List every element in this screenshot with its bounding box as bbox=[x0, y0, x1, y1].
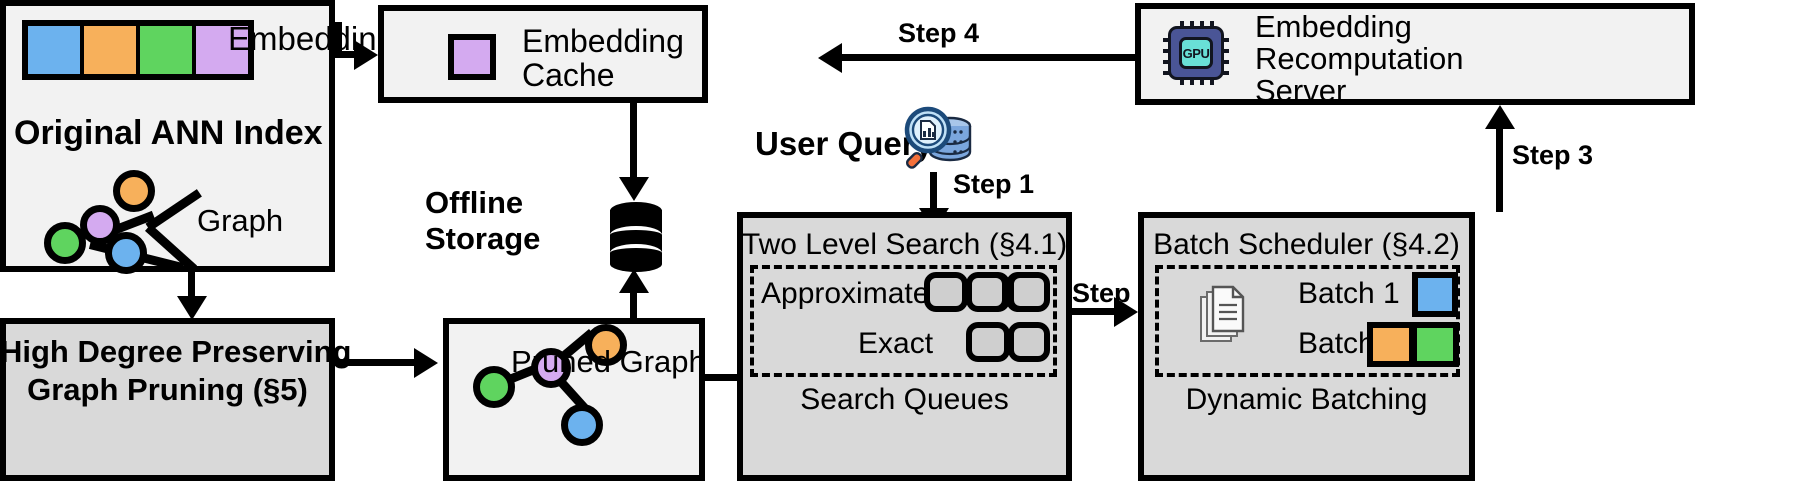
approximate-slot[interactable] bbox=[966, 272, 1008, 312]
chip-pin bbox=[1200, 21, 1204, 29]
embedding-cache-box bbox=[378, 5, 708, 103]
chip-pin bbox=[1180, 21, 1184, 29]
original-index-graph bbox=[0, 0, 335, 274]
chip-pin bbox=[1221, 60, 1229, 64]
approximate-slot[interactable] bbox=[924, 272, 968, 312]
step1-label: Step 1 bbox=[953, 169, 1035, 199]
batch-1-label: Batch 1 bbox=[1298, 277, 1400, 310]
search-database-icon bbox=[904, 106, 972, 169]
arrow-pruning-to-pruned-line bbox=[335, 359, 420, 366]
dynamic-batching-dashed-region bbox=[1155, 265, 1460, 377]
arrow-step3-head bbox=[1485, 105, 1515, 129]
chip-pin bbox=[1190, 21, 1194, 29]
search-queues-dashed-region bbox=[750, 265, 1057, 377]
chip-pin bbox=[1163, 71, 1171, 75]
embedding-cache-swatch bbox=[448, 34, 496, 80]
original-ann-index-title: Original ANN Index bbox=[14, 114, 323, 152]
exact-slot[interactable] bbox=[1008, 322, 1050, 362]
arrow-cache-to-storage-line bbox=[630, 103, 637, 183]
step4-label: Step 4 bbox=[898, 18, 980, 48]
two-level-search-title: Two Level Search (§4.1) bbox=[741, 228, 1068, 261]
arrow-index-to-pruning-line bbox=[188, 272, 195, 304]
graph-label: Graph bbox=[197, 203, 284, 238]
arrow-pruned-to-search-line bbox=[705, 374, 763, 381]
arrow-pruned-to-storage-head bbox=[619, 269, 649, 293]
chip-pin bbox=[1210, 77, 1214, 85]
graph-node-purple bbox=[531, 348, 571, 388]
chip-pin bbox=[1190, 77, 1194, 85]
embedding-cell-purple bbox=[196, 26, 248, 74]
pruned-graph-label: Pruned Graph bbox=[511, 344, 706, 379]
chip-pin bbox=[1221, 38, 1229, 42]
gpu-chip-icon: GPU bbox=[1163, 21, 1229, 85]
graph-pruning-title-line1: High Degree Preserving bbox=[0, 334, 352, 369]
arrow-index-to-cache-vline bbox=[335, 22, 342, 58]
chip-pin bbox=[1221, 49, 1229, 53]
arrow-pruning-to-pruned-head bbox=[414, 348, 438, 378]
graph-node-orange bbox=[113, 170, 155, 212]
batch-scheduler-title: Batch Scheduler (§4.2) bbox=[1153, 228, 1460, 261]
approximate-row-label: Approximate bbox=[761, 277, 930, 310]
graph-node-green bbox=[44, 222, 86, 264]
graph-node-orange bbox=[585, 324, 627, 366]
approximate-slot[interactable] bbox=[1008, 272, 1050, 312]
documents-stack-icon bbox=[1200, 285, 1245, 342]
offline-storage-label-line1: Offline bbox=[425, 185, 524, 220]
batch-1-item-blue bbox=[1412, 272, 1458, 317]
batch-2-item-orange bbox=[1367, 322, 1415, 367]
dynamic-batching-footer: Dynamic Batching bbox=[1185, 383, 1428, 416]
chip-pin bbox=[1180, 77, 1184, 85]
recomputation-server-line1: Embedding bbox=[1255, 9, 1412, 44]
chip-pin bbox=[1200, 77, 1204, 85]
arrow-index-to-cache-head bbox=[354, 40, 378, 70]
exact-row-label: Exact bbox=[858, 327, 934, 360]
search-queues-footer: Search Queues bbox=[800, 383, 1009, 416]
offline-storage-label-line2: Storage bbox=[425, 221, 541, 256]
embedding-cache-title-line1: Embedding bbox=[522, 23, 684, 59]
arrow-index-to-cache-hline bbox=[335, 51, 371, 58]
recomputation-server-line3: Server bbox=[1255, 73, 1347, 108]
embedding-cell-green bbox=[140, 26, 196, 74]
embedding-recomputation-server-box bbox=[1135, 3, 1695, 105]
arrow-step1-line bbox=[930, 172, 937, 216]
embedding-strip bbox=[22, 20, 254, 80]
step3-label: Step 3 bbox=[1512, 140, 1594, 170]
arrow-step3-line bbox=[1496, 128, 1503, 212]
arrow-step4-line bbox=[842, 54, 1135, 61]
chip-pin bbox=[1210, 21, 1214, 29]
graph-node-blue bbox=[561, 404, 603, 446]
db-ring bbox=[610, 226, 662, 244]
embedding-cache-title-line2: Cache bbox=[522, 57, 615, 93]
arrow-cache-to-storage-head bbox=[619, 177, 649, 201]
database-cylinder-icon bbox=[610, 200, 662, 272]
chip-pin bbox=[1221, 71, 1229, 75]
gpu-chip-core: GPU bbox=[1179, 37, 1213, 69]
graph-pruning-title-line2: Graph Pruning (§5) bbox=[27, 372, 308, 407]
arrow-index-to-pruning-head bbox=[177, 296, 207, 320]
arrow-step2-line bbox=[1072, 308, 1122, 315]
embedding-cell-orange bbox=[84, 26, 140, 74]
db-bottom bbox=[610, 256, 662, 272]
graph-pruning-box bbox=[0, 318, 335, 481]
embedding-cell-blue bbox=[28, 26, 84, 74]
pruned-graph-graphic bbox=[443, 318, 705, 481]
recomputation-server-line2: Recomputation bbox=[1255, 41, 1464, 76]
arrow-step4-head bbox=[818, 43, 842, 73]
chip-pin bbox=[1163, 38, 1171, 42]
graph-node-blue bbox=[105, 232, 147, 274]
arrow-step2-head bbox=[1114, 297, 1138, 327]
chip-pin bbox=[1163, 49, 1171, 53]
chip-pin bbox=[1163, 60, 1171, 64]
batch-2-item-green bbox=[1411, 322, 1459, 367]
db-top bbox=[610, 202, 662, 220]
arrow-pruned-to-storage-line bbox=[630, 292, 637, 318]
exact-slot[interactable] bbox=[966, 322, 1010, 362]
graph-node-green bbox=[473, 366, 515, 408]
